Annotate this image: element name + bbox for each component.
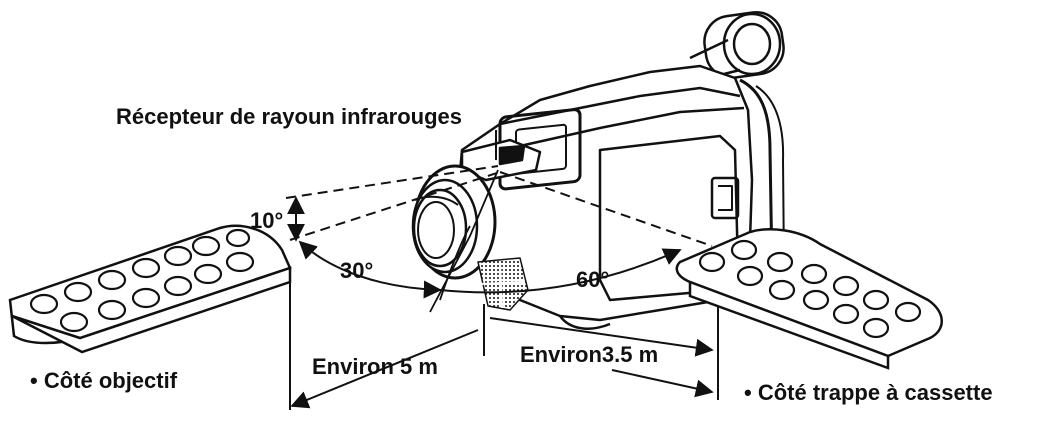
remote-left-button	[97, 269, 127, 291]
remote-right-button	[698, 251, 726, 273]
remote-right-button	[766, 251, 794, 273]
remote-left-button	[63, 281, 93, 303]
remote-right-button	[894, 301, 922, 323]
connector-icon	[710, 176, 740, 220]
remote-left-button	[163, 275, 193, 297]
remote-left-button	[29, 293, 59, 315]
distance-3-5m-arrow	[489, 317, 714, 357]
remote-right-button	[736, 265, 764, 287]
remote-right-button	[800, 263, 828, 285]
angle-30-label: 30°	[340, 258, 373, 283]
beam-upper-left	[285, 165, 499, 199]
angle-10-label: 10°	[250, 208, 283, 233]
remote-left-button	[131, 287, 161, 309]
remote-right-button	[862, 317, 890, 339]
angle-30-arc	[298, 240, 442, 299]
remote-right-button	[730, 239, 758, 261]
remote-left-button	[131, 257, 161, 279]
remote-left-button	[59, 311, 89, 333]
side-right-label: • Côté trappe à cassette	[744, 380, 993, 405]
receiver-label: Récepteur de rayoun infrarouges	[116, 104, 462, 129]
remote-left-button	[163, 245, 193, 267]
remote-left-button	[193, 263, 223, 285]
remote-right-button	[768, 279, 796, 301]
beam-right	[499, 171, 713, 247]
beam-lower-left	[289, 171, 501, 241]
distance-5m-arrow	[290, 329, 479, 409]
remote-left-button	[97, 299, 127, 321]
remote-right-button	[832, 303, 860, 325]
viewfinder	[689, 10, 785, 82]
side-left-label: • Côté objectif	[30, 368, 178, 393]
distance-left-label: Environ 5 m	[312, 354, 438, 379]
remote-left-button	[191, 235, 221, 257]
remote-right-button	[832, 275, 860, 297]
distance-right-label: Environ3.5 m	[520, 342, 658, 367]
remote-left-button	[225, 251, 255, 273]
remote-right-button	[862, 289, 890, 311]
remote-left-button	[225, 228, 251, 248]
remote-left	[8, 224, 292, 354]
remote-right	[675, 228, 943, 370]
range-lines	[285, 130, 719, 410]
angle-60-label: 60°	[576, 267, 609, 292]
angle-60-arc	[439, 248, 682, 294]
grip-texture	[477, 257, 529, 311]
remote-right-button	[802, 289, 830, 311]
